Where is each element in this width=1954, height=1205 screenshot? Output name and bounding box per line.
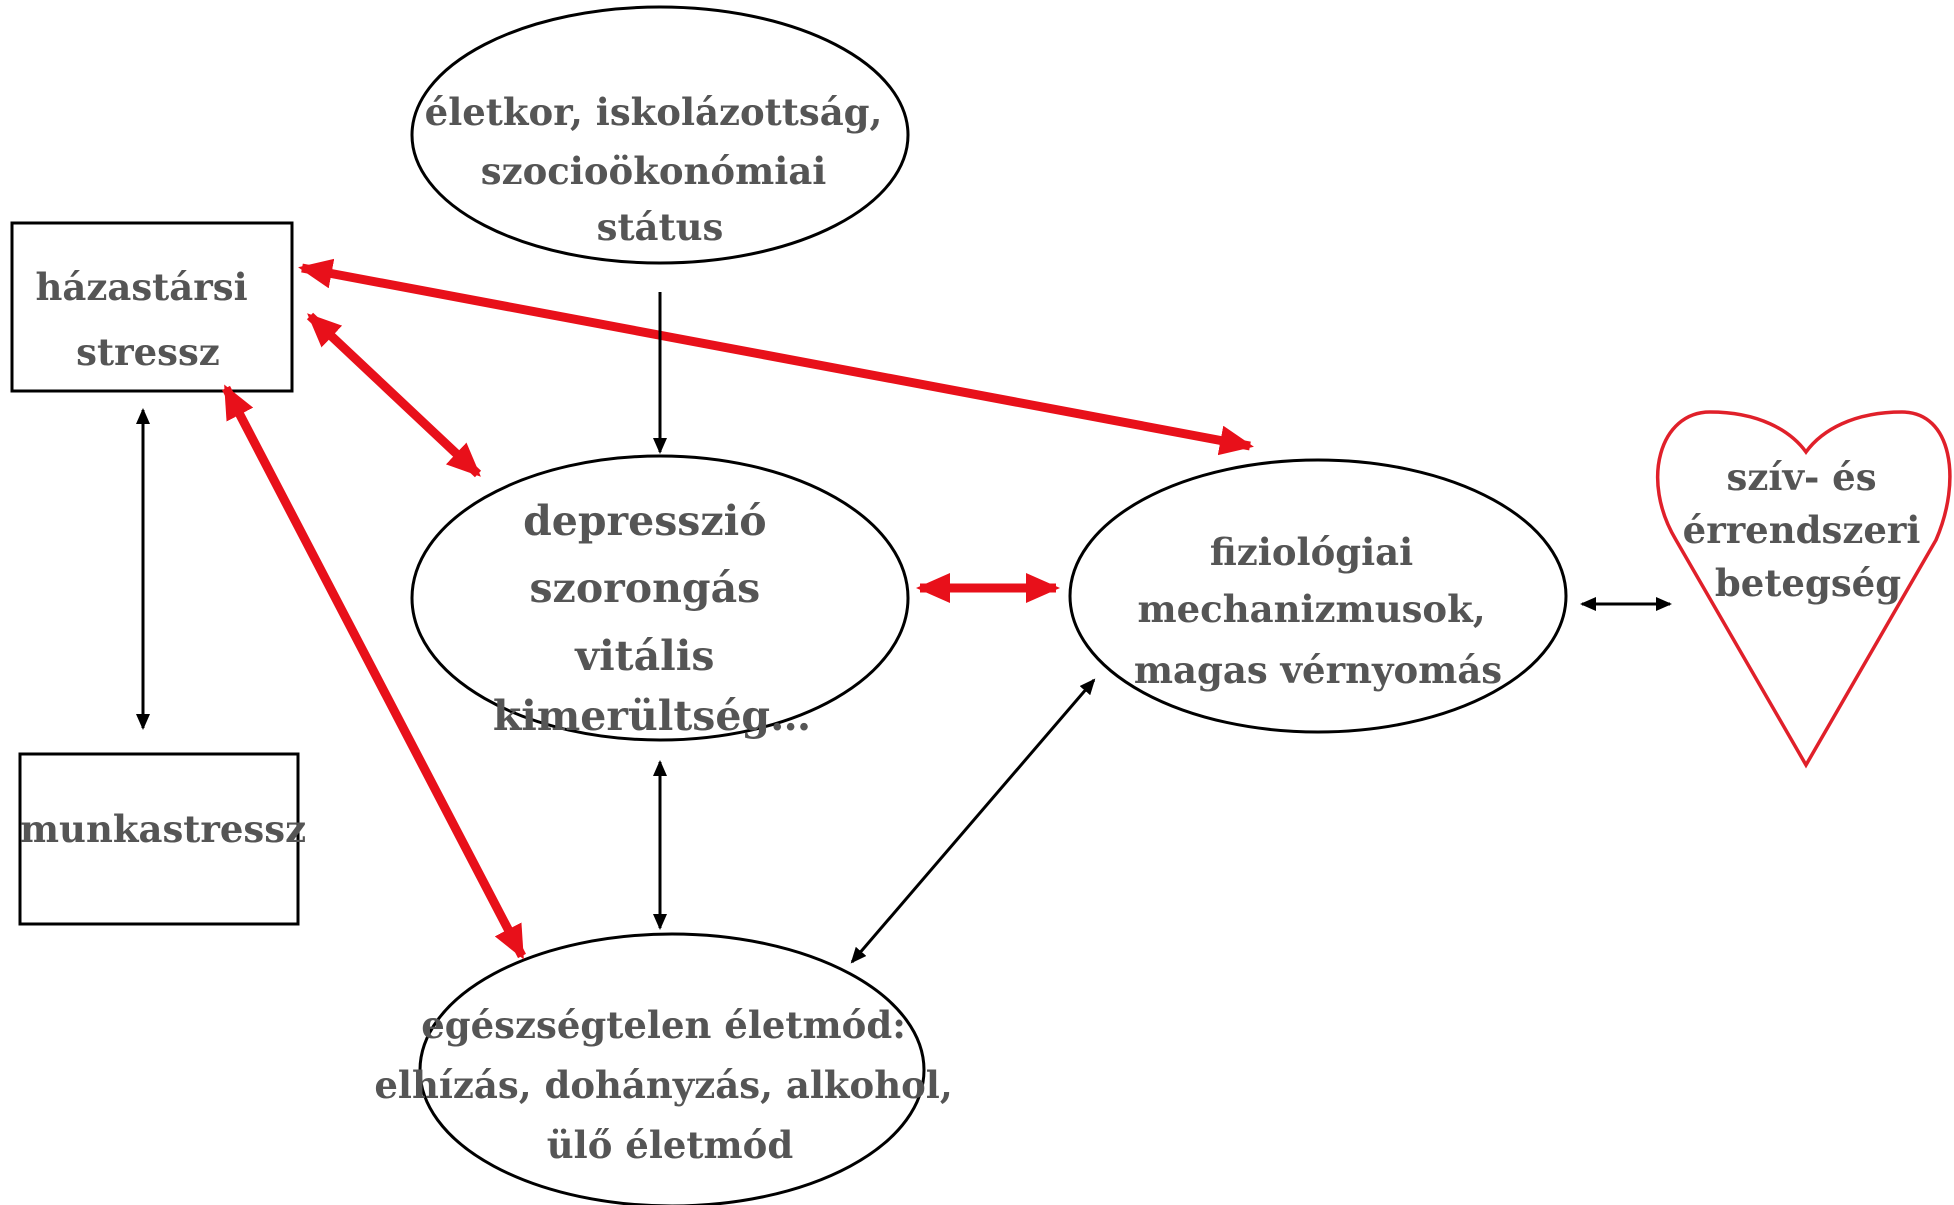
lifestyle-ellipse: [418, 932, 926, 1205]
work-stress-line-1: munkastressz: [20, 807, 306, 851]
psychological-line-2: szorongás: [529, 564, 760, 612]
node-marital-stress: házastársi stressz: [10, 221, 294, 393]
arrow-marital-psychological: [306, 312, 482, 478]
arrow-marital-physiological: [298, 258, 1254, 456]
arrow-lifestyle-physiological: [850, 678, 1096, 964]
psychological-line-3: vitális: [574, 632, 714, 680]
lifestyle-line-3: ülő életmód: [547, 1123, 793, 1167]
node-physiological: fiziológiai mechanizmusok, magas vérnyom…: [1068, 458, 1568, 734]
node-lifestyle: egészségtelen életmód: elhízás, dohányzá…: [374, 932, 965, 1205]
work-stress-label: munkastressz: [20, 807, 306, 851]
cardiovascular-line-1: szív- és: [1727, 455, 1877, 499]
cardiovascular-label: szív- és érrendszeri betegség: [1683, 455, 1934, 605]
psychological-line-1: depresszió: [523, 497, 766, 545]
socioeconomic-label: életkor, iskolázottság, szocioökonómiai …: [425, 90, 896, 249]
physiological-line-2: mechanizmusok,: [1137, 587, 1485, 631]
arrow-marital-lifestyle: [222, 384, 526, 960]
physiological-line-1: fiziológiai: [1210, 530, 1413, 574]
marital-stress-line-1: házastársi: [35, 265, 247, 309]
physiological-label: fiziológiai mechanizmusok, magas vérnyom…: [1134, 530, 1502, 692]
physiological-line-3: magas vérnyomás: [1134, 648, 1502, 692]
marital-stress-line-2: stressz: [76, 330, 220, 374]
node-cardiovascular: szív- és érrendszeri betegség: [1655, 410, 1952, 769]
node-socioeconomic: életkor, iskolázottság, szocioökonómiai …: [410, 5, 910, 265]
marital-stress-label: házastársi stressz: [35, 265, 260, 374]
lifestyle-line-1: egészségtelen életmód:: [421, 1003, 906, 1047]
marital-stress-box: [10, 221, 294, 393]
lifestyle-line-2: elhízás, dohányzás, alkohol,: [374, 1063, 952, 1107]
lifestyle-label: egészségtelen életmód: elhízás, dohányzá…: [374, 1003, 965, 1167]
node-psychological: depresszió szorongás vitális kimerültség…: [410, 454, 910, 742]
psychological-label: depresszió szorongás vitális kimerültség…: [493, 497, 811, 740]
cardiovascular-line-3: betegség: [1715, 561, 1901, 605]
cardiovascular-line-2: érrendszeri: [1683, 508, 1921, 552]
psychological-line-4: kimerültség…: [493, 692, 811, 740]
node-work-stress: munkastressz: [18, 752, 306, 926]
physiological-ellipse: [1068, 458, 1568, 734]
socioeconomic-line-1: életkor, iskolázottság,: [425, 90, 883, 134]
socioeconomic-line-3: státus: [597, 205, 724, 249]
socioeconomic-line-2: szocioökonómiai: [481, 149, 827, 193]
heart-icon: [1655, 410, 1952, 769]
